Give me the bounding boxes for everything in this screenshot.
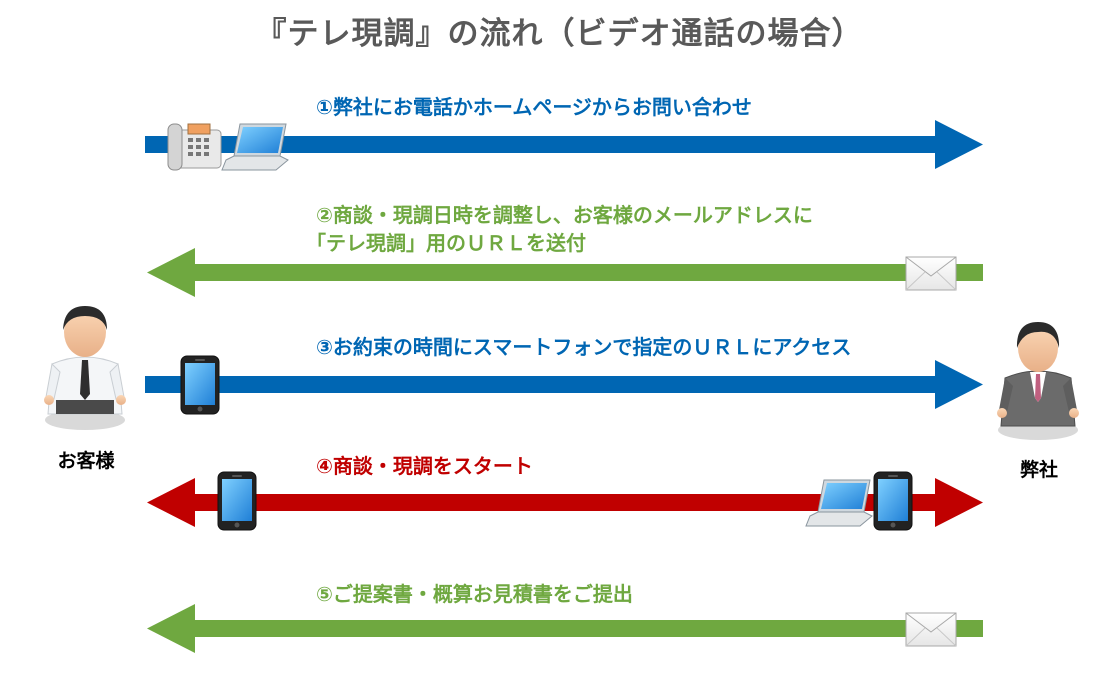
smartphone-icon bbox=[217, 471, 257, 531]
step-2-arrow bbox=[147, 248, 983, 297]
step-4-line-1: ④商談・現調をスタート bbox=[316, 454, 533, 478]
step-2-line-1: ②商談・現調日時を調整し、お客様のメールアドレスに bbox=[316, 203, 813, 227]
envelope-icon bbox=[905, 612, 957, 647]
step-1-line-1: ①弊社にお電話かホームページからお問い合わせ bbox=[316, 95, 752, 119]
envelope-icon bbox=[905, 256, 957, 291]
laptop-icon bbox=[805, 479, 873, 527]
step-4-arrow bbox=[147, 478, 983, 527]
smartphone-icon bbox=[873, 471, 913, 531]
laptop-icon bbox=[221, 123, 289, 171]
page-title: 『テレ現調』の流れ（ビデオ通話の場合） bbox=[255, 16, 864, 52]
customer-person-icon bbox=[44, 306, 126, 430]
step-4-label: ④商談・現調をスタート bbox=[316, 452, 533, 480]
step-3-label: ③お約束の時間にスマートフォンで指定のＵＲＬにアクセス bbox=[316, 333, 851, 361]
step-5-arrow bbox=[147, 604, 983, 653]
company-person-icon bbox=[997, 322, 1079, 440]
smartphone-icon bbox=[180, 355, 220, 415]
step-2-label: ②商談・現調日時を調整し、お客様のメールアドレスに 「テレ現調」用のＵＲＬを送付 bbox=[306, 201, 813, 257]
step-1-arrow bbox=[145, 120, 983, 169]
step-2-line-2: 「テレ現調」用のＵＲＬを送付 bbox=[306, 231, 586, 255]
step-5-line-1: ⑤ご提案書・概算お見積書をご提出 bbox=[316, 582, 633, 606]
step-3-line-1: ③お約束の時間にスマートフォンで指定のＵＲＬにアクセス bbox=[316, 335, 852, 359]
company-label: 弊社 bbox=[1019, 459, 1058, 481]
step-1-label: ①弊社にお電話かホームページからお問い合わせ bbox=[316, 93, 752, 121]
customer-label: お客様 bbox=[57, 450, 115, 472]
step-5-label: ⑤ご提案書・概算お見積書をご提出 bbox=[316, 580, 633, 608]
telephone-icon bbox=[167, 123, 222, 171]
step-3-arrow bbox=[145, 360, 983, 409]
